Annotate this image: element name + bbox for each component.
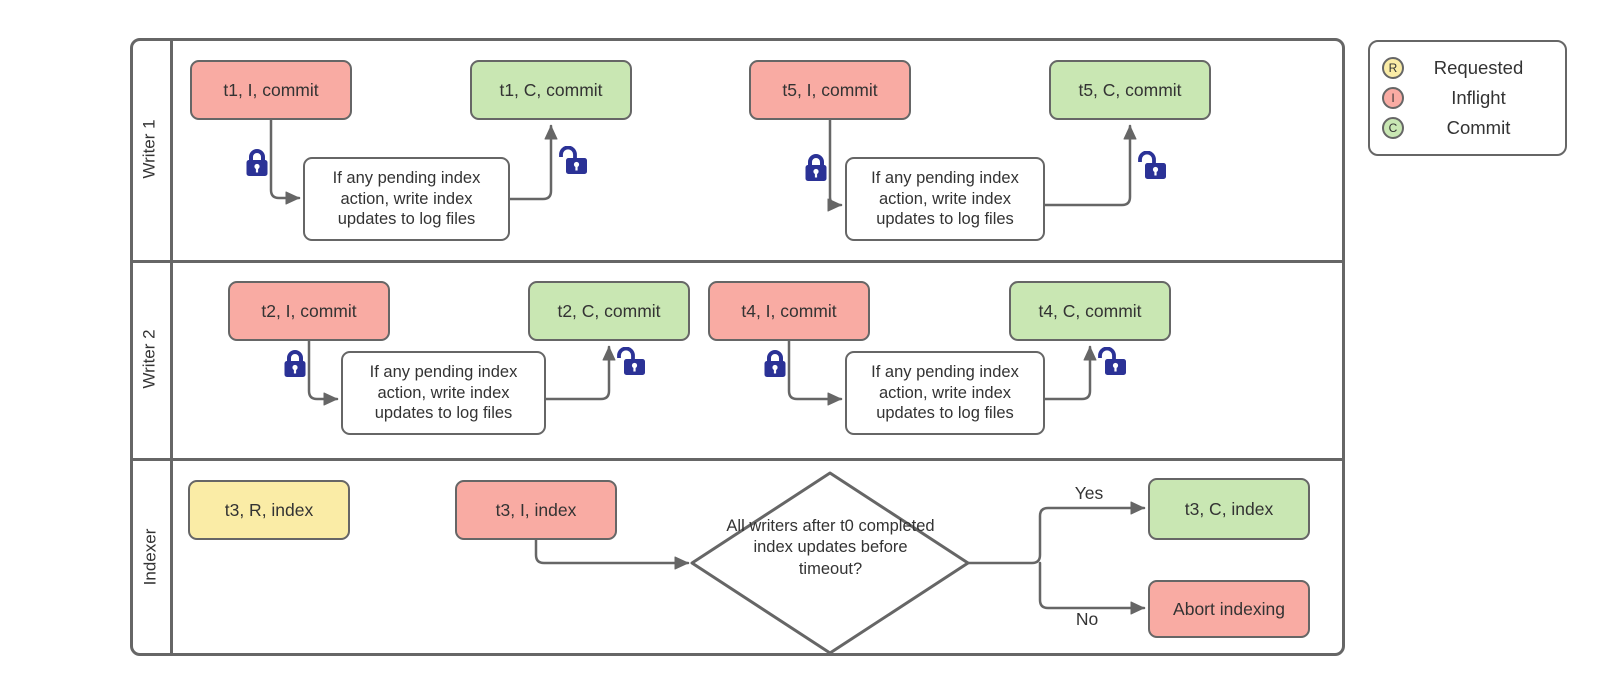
closed-lock-icon xyxy=(246,149,268,176)
legend-label: Inflight xyxy=(1451,87,1506,108)
open-lock-icon xyxy=(1098,347,1126,375)
decision-text: All writers after t0 completed index upd… xyxy=(726,517,935,578)
lane-divider-2 xyxy=(133,458,1342,461)
legend-symbol-inflight: I xyxy=(1382,87,1404,109)
connector-line xyxy=(508,124,558,201)
node-t2-commit: t2, C, commit xyxy=(528,281,690,341)
note-writer2-a: If any pending index action, write index… xyxy=(341,351,546,435)
node-t5-commit: t5, C, commit xyxy=(1049,60,1211,120)
branch-label-no: No xyxy=(1075,609,1099,629)
decision-diamond xyxy=(690,471,970,655)
closed-lock-icon xyxy=(764,350,786,377)
node-t2-inflight: t2, I, commit xyxy=(228,281,390,341)
swimlane-frame xyxy=(130,38,1345,656)
node-t4-commit: t4, C, commit xyxy=(1009,281,1171,341)
connector-line xyxy=(269,118,301,205)
legend: R Requested I Inflight C Commit xyxy=(1368,40,1567,156)
open-lock-icon xyxy=(559,146,587,174)
legend-item-requested: R Requested xyxy=(1382,55,1553,82)
note-writer2-b: If any pending index action, write index… xyxy=(845,351,1045,435)
connector-line xyxy=(534,538,690,570)
connector-line xyxy=(1043,124,1137,207)
node-t1-commit: t1, C, commit xyxy=(470,60,632,120)
node-t3-requested: t3, R, index xyxy=(188,480,350,540)
lane-divider-1 xyxy=(133,260,1342,263)
legend-label: Commit xyxy=(1446,117,1511,138)
connector-line xyxy=(827,118,843,212)
legend-item-inflight: I Inflight xyxy=(1382,85,1553,112)
legend-symbol-commit: C xyxy=(1382,117,1404,139)
legend-item-commit: C Commit xyxy=(1382,115,1553,142)
connector-line-no xyxy=(1038,561,1146,615)
lane-label-divider xyxy=(170,41,173,653)
connector-line xyxy=(1043,345,1097,401)
branch-label-yes: Yes xyxy=(1074,483,1104,503)
node-t4-inflight: t4, I, commit xyxy=(708,281,870,341)
node-t1-inflight: t1, I, commit xyxy=(190,60,352,120)
node-t5-inflight: t5, I, commit xyxy=(749,60,911,120)
node-abort-indexing: Abort indexing xyxy=(1148,580,1310,638)
closed-lock-icon xyxy=(284,350,306,377)
node-t3-inflight: t3, I, index xyxy=(455,480,617,540)
note-writer1-b: If any pending index action, write index… xyxy=(845,157,1045,241)
open-lock-icon xyxy=(1138,151,1166,179)
connector-line xyxy=(544,345,616,401)
connector-line xyxy=(307,339,339,406)
legend-symbol-requested: R xyxy=(1382,57,1404,79)
legend-label: Requested xyxy=(1433,57,1524,78)
node-t3-commit: t3, C, index xyxy=(1148,478,1310,540)
note-writer1-a: If any pending index action, write index… xyxy=(303,157,510,241)
open-lock-icon xyxy=(617,347,645,375)
connector-line xyxy=(787,339,843,406)
closed-lock-icon xyxy=(805,154,827,181)
connector-line-yes xyxy=(966,501,1146,565)
